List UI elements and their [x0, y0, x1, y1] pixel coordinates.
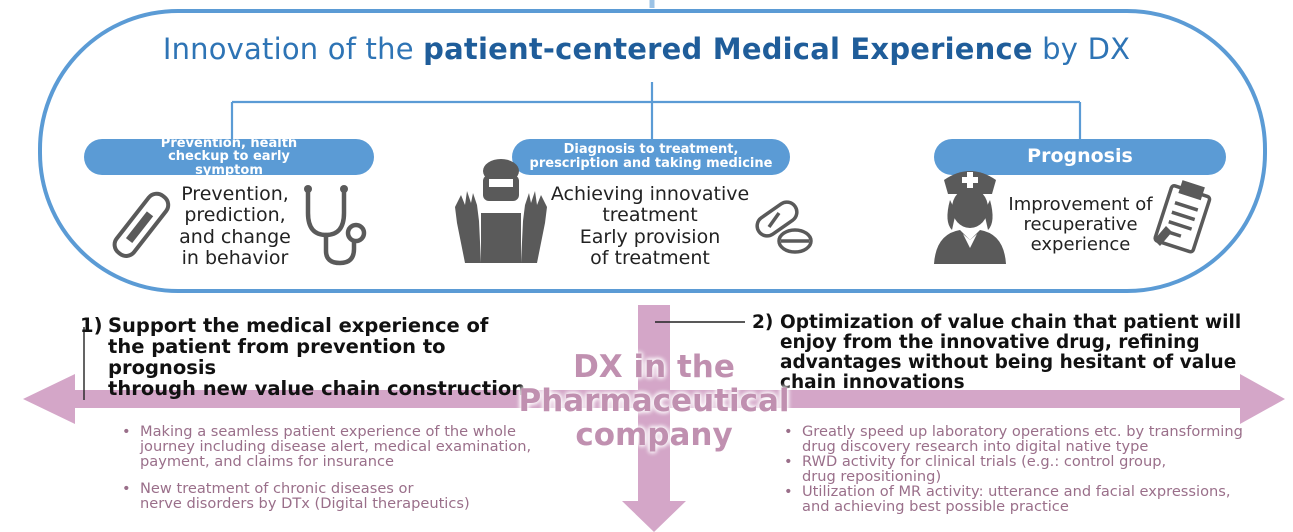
- right-heading: 2) Optimization of value chain that pati…: [752, 313, 1252, 393]
- title-bold: patient-centered Medical Experience: [423, 32, 1033, 66]
- col-line: Achieving innovative: [550, 183, 750, 205]
- pills-icon: [755, 200, 813, 254]
- heading-line: through new value chain construction: [108, 377, 526, 401]
- bullet-line: Greatly speed up laboratory operations e…: [802, 423, 1243, 440]
- title-pre: Innovation of the: [162, 32, 424, 66]
- heading-line: enjoy from the innovative drug, refining: [780, 331, 1200, 353]
- tab-diagnosis: Diagnosis to treatment, prescription and…: [512, 139, 790, 175]
- list-item: Making a seamless patient experience of …: [118, 424, 578, 469]
- col-line: treatment: [602, 204, 698, 227]
- bullet-line: payment, and claims for insurance: [140, 453, 394, 471]
- bullet-line: drug discovery research into digital nat…: [802, 438, 1149, 456]
- bullet-line: and achieving best possible practice: [802, 498, 1069, 516]
- tab-prognosis-label: Prognosis: [1027, 145, 1133, 168]
- list-item: Greatly speed up laboratory operations e…: [780, 424, 1285, 454]
- doctor-icon: [455, 159, 547, 263]
- connector-lines: [230, 82, 1082, 140]
- col-line: prediction,: [184, 204, 286, 227]
- title-post: by DX: [1032, 32, 1131, 66]
- list-item: New treatment of chronic diseases or ner…: [118, 481, 578, 511]
- clipboard-icon: [1153, 180, 1212, 254]
- col-prognosis-text: Improvement of recuperative experience: [998, 194, 1163, 256]
- right-heading-number: 2): [752, 312, 774, 333]
- thermometer-icon: [112, 191, 171, 258]
- diagram-title: Innovation of the patient-centered Medic…: [0, 32, 1293, 66]
- col-line: in behavior: [181, 246, 289, 269]
- heading-line: Optimization of value chain that patient…: [780, 312, 1242, 333]
- bullet-line: RWD activity for clinical trials (e.g.: …: [802, 453, 1167, 471]
- col-line: experience: [1030, 234, 1131, 256]
- col-line: Prevention,: [181, 183, 289, 205]
- col-line: Improvement of: [1008, 194, 1153, 215]
- heading-line: Support the medical experience of: [108, 314, 489, 337]
- left-bullet-list: Making a seamless patient experience of …: [118, 424, 578, 511]
- nurse-icon: [934, 171, 1006, 264]
- bullet-line: journey including disease alert, medical…: [140, 438, 532, 456]
- heading-line: advantages without being hesitant of val…: [780, 351, 1237, 373]
- down-arrow-head: [622, 501, 686, 532]
- col-diagnosis-text: Achieving innovative treatment Early pro…: [545, 183, 755, 269]
- center-label: DX in the Pharmaceutical company: [510, 350, 798, 452]
- bullet-line: New treatment of chronic diseases or: [140, 480, 414, 498]
- heading-line: chain innovations: [780, 371, 965, 393]
- col-line: Early provision: [579, 225, 721, 248]
- left-heading: 1) Support the medical experience of the…: [80, 315, 550, 399]
- bullet-line: nerve disorders by DTx (Digital therapeu…: [140, 495, 470, 513]
- list-item: RWD activity for clinical trials (e.g.: …: [780, 454, 1285, 484]
- col-line: recuperative: [1023, 214, 1138, 236]
- heading-line: the patient from prevention to prognosis: [108, 335, 446, 380]
- col-prevention-text: Prevention, prediction, and change in be…: [150, 183, 320, 269]
- bullet-line: drug repositioning): [802, 468, 942, 486]
- center-label-line: DX in the: [573, 349, 735, 385]
- stethoscope-icon: [304, 185, 367, 266]
- tab-prevention-label: Prevention, health checkup to early symp…: [160, 135, 298, 178]
- bullet-line: Utilization of MR activity: utterance an…: [802, 483, 1231, 501]
- down-arrow-shaft: [638, 305, 670, 501]
- col-line: of treatment: [590, 246, 710, 269]
- tab-prevention: Prevention, health checkup to early symp…: [84, 135, 374, 178]
- center-label-line: company: [575, 417, 733, 454]
- right-bullet-list: Greatly speed up laboratory operations e…: [780, 424, 1285, 514]
- left-heading-number: 1): [80, 314, 103, 337]
- experience-frame: [38, 9, 1267, 293]
- center-label-line: Pharmaceutical: [518, 383, 790, 420]
- list-item: Utilization of MR activity: utterance an…: [780, 484, 1285, 514]
- bullet-line: Making a seamless patient experience of …: [140, 423, 516, 440]
- tab-prognosis: Prognosis: [934, 139, 1226, 175]
- col-line: and change: [179, 225, 291, 248]
- tab-diagnosis-label: Diagnosis to treatment, prescription and…: [529, 142, 773, 171]
